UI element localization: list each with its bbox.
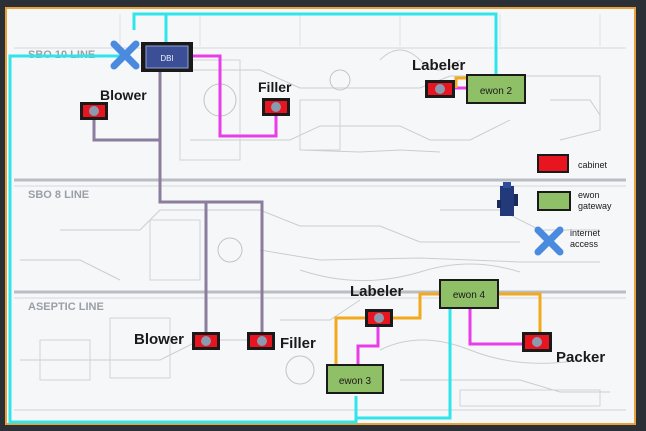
label-filler-top: Filler bbox=[258, 79, 292, 95]
legend-cabinet-swatch bbox=[538, 155, 568, 172]
cabinet-blower-bottom[interactable] bbox=[192, 332, 220, 350]
ewon-3-gateway[interactable]: ewon 3 bbox=[327, 365, 383, 393]
dbi-device[interactable]: DBI bbox=[141, 42, 193, 72]
dbi-label: DBI bbox=[160, 54, 173, 63]
ewon-3-label: ewon 3 bbox=[339, 376, 372, 387]
ewon-2-gateway[interactable]: ewon 2 bbox=[467, 75, 525, 103]
cabinet-filler-bottom[interactable] bbox=[247, 332, 275, 350]
label-filler-bottom: Filler bbox=[280, 335, 316, 352]
legend-cabinet-label: cabinet bbox=[578, 160, 608, 170]
cabinet-blower-top[interactable] bbox=[80, 102, 108, 120]
label-labeler-bottom: Labeler bbox=[350, 283, 404, 300]
ewon-4-label: ewon 4 bbox=[453, 290, 486, 301]
cabinet-packer[interactable] bbox=[522, 332, 552, 352]
legend-ewon-swatch bbox=[538, 192, 570, 210]
ewon-4-gateway[interactable]: ewon 4 bbox=[440, 280, 498, 308]
line-label-aseptic: ASEPTIC LINE bbox=[28, 301, 104, 313]
cabinet-labeler-top[interactable] bbox=[425, 80, 455, 98]
label-labeler-top: Labeler bbox=[412, 57, 466, 74]
label-packer: Packer bbox=[556, 349, 605, 366]
plan-sheet bbox=[6, 8, 635, 424]
label-blower-top: Blower bbox=[100, 87, 147, 103]
line-label-sbo8: SBO 8 LINE bbox=[28, 189, 89, 201]
cabinet-filler-top[interactable] bbox=[262, 98, 290, 116]
cabinet-labeler-bottom[interactable] bbox=[365, 309, 393, 327]
label-blower-bottom: Blower bbox=[134, 331, 184, 348]
ewon-2-label: ewon 2 bbox=[480, 86, 513, 97]
